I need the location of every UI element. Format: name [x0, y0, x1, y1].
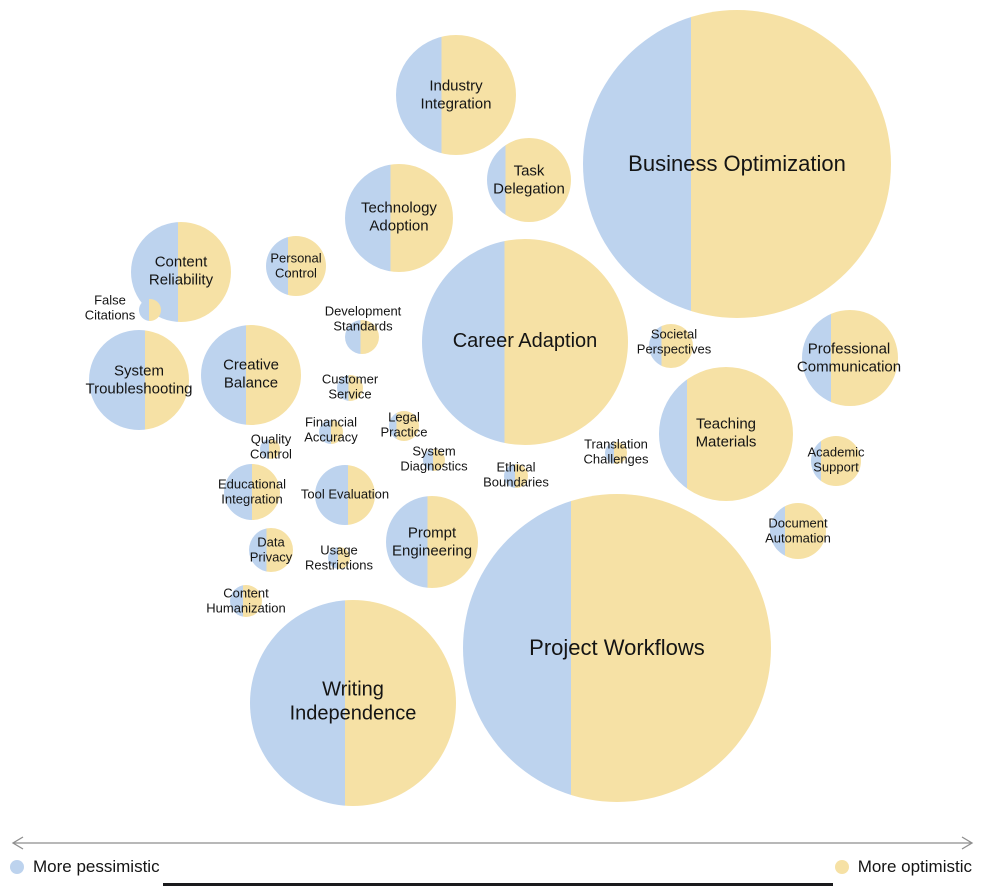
bubble-writing-independence[interactable] — [250, 600, 456, 806]
arrow-left-icon — [11, 836, 24, 850]
bubble-prompt-engineering[interactable] — [386, 496, 478, 588]
bubble-document-automation[interactable] — [770, 503, 826, 559]
bubble-task-delegation[interactable] — [487, 138, 571, 222]
bubble-quality-control[interactable] — [260, 439, 280, 459]
bubble-label: False Citations — [84, 292, 136, 323]
bubble-customer-service[interactable] — [337, 375, 363, 401]
bubble-creative-balance[interactable] — [201, 325, 301, 425]
arrow-right-icon — [961, 836, 974, 850]
bubble-career-adaption[interactable] — [422, 239, 628, 445]
bubble-project-workflows[interactable] — [463, 494, 771, 802]
bubble-legal-practice[interactable] — [389, 411, 419, 441]
bubble-ethical-boundaries[interactable] — [504, 464, 528, 488]
bubble-tool-evaluation[interactable] — [315, 465, 375, 525]
bubble-educational-integration[interactable] — [224, 464, 280, 520]
bubble-data-privacy[interactable] — [249, 528, 293, 572]
bubble-development-standards[interactable] — [345, 320, 379, 354]
bubble-translation-challenges[interactable] — [605, 442, 627, 464]
bubble-usage-restrictions[interactable] — [328, 547, 350, 569]
bubble-financial-accuracy[interactable] — [319, 420, 343, 444]
bubble-system-troubleshooting[interactable] — [89, 330, 189, 430]
bottom-strip — [163, 883, 833, 886]
bubble-personal-control[interactable] — [266, 236, 326, 296]
legend-pessimistic: More pessimistic — [10, 857, 160, 877]
bubble-professional-communication[interactable] — [802, 310, 898, 406]
bubble-system-diagnostics[interactable] — [423, 449, 445, 471]
legend-pessimistic-label: More pessimistic — [33, 857, 160, 876]
legend-optimistic-label: More optimistic — [857, 857, 972, 876]
bubble-false-citations[interactable] — [139, 299, 161, 321]
bubble-business-optimization[interactable] — [583, 10, 891, 318]
bubble-industry-integration[interactable] — [396, 35, 516, 155]
bubble-teaching-materials[interactable] — [659, 367, 793, 501]
legend-optimistic: More optimistic — [834, 857, 972, 877]
pessimistic-dot-icon — [10, 860, 24, 874]
bubble-content-humanization[interactable] — [230, 585, 262, 617]
bubble-societal-perspectives[interactable] — [649, 324, 693, 368]
bubble-technology-adoption[interactable] — [345, 164, 453, 272]
optimistic-dot-icon — [834, 860, 849, 874]
bubble-academic-support[interactable] — [811, 436, 861, 486]
sentiment-axis — [11, 836, 974, 850]
